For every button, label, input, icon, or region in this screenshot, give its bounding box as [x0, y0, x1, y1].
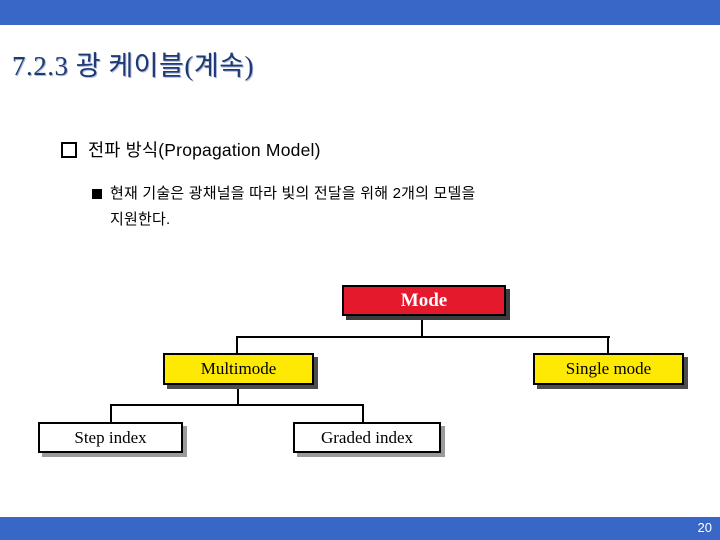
sub-bullet-line-2: 지원한다.: [110, 211, 171, 228]
node-single-mode: Single mode: [533, 353, 684, 385]
bottom-bar: 20: [0, 517, 720, 540]
node-step-index: Step index: [38, 422, 183, 453]
connector-line: [110, 404, 112, 423]
bullet-text: 전파 방식(Propagation Model): [88, 140, 321, 160]
hollow-square-bullet-icon: [61, 141, 77, 158]
top-bar: [0, 0, 720, 25]
node-multimode: Multimode: [163, 353, 314, 385]
page-title: 7.2.3 광 케이블(계속): [12, 51, 255, 81]
connector-line: [236, 336, 610, 338]
node-mode: Mode: [342, 285, 506, 316]
node-graded-index: Graded index: [293, 422, 441, 453]
sub-bullet-line-1: 현재 기술은 광채널을 따라 빛의 전달을 위해 2개의 모델을: [110, 185, 476, 202]
filled-square-bullet-icon: [92, 189, 102, 199]
sub-bullet-item: 현재 기술은 광채널을 따라 빛의 전달을 위해 2개의 모델을 지원한다.: [92, 181, 475, 233]
bullet-item: 전파 방식(Propagation Model): [61, 137, 321, 162]
connector-line: [236, 336, 238, 354]
connector-line: [607, 336, 609, 354]
page-number: 20: [697, 520, 712, 535]
connector-line: [362, 404, 364, 423]
connector-line: [237, 384, 239, 406]
sub-bullet-text: 현재 기술은 광채널을 따라 빛의 전달을 위해 2개의 모델을 지원한다.: [110, 181, 475, 233]
connector-line: [421, 315, 423, 338]
connector-line: [110, 404, 364, 406]
